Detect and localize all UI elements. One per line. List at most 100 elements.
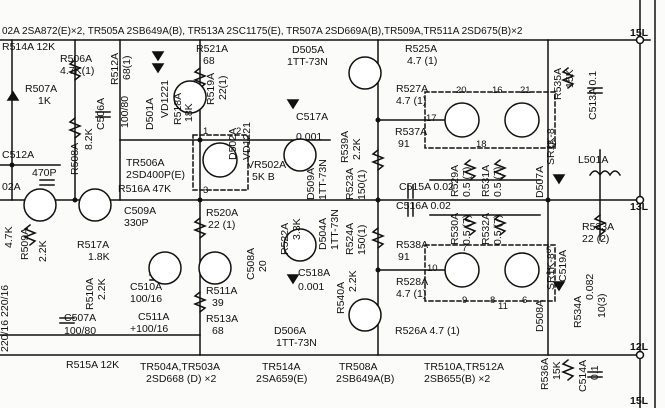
label-r506a: R506A: [60, 53, 93, 65]
label-c516a: C516A 0.02: [396, 200, 451, 212]
label-r518a: R518A: [172, 92, 184, 125]
label-r514a: R514A 12K: [2, 41, 56, 53]
resistor-r529a: [462, 158, 478, 182]
label-r526a: R526A 4.7 (1): [395, 325, 460, 337]
value-2-2k-left: 2.2K: [37, 240, 49, 262]
resistor-r535a: [560, 66, 576, 90]
terminal-label-13l: 13L: [630, 201, 649, 213]
label-vr502a: VR502A: [247, 159, 287, 171]
footer-group-2-part: 2SA659(E): [256, 373, 308, 385]
resistor-r532a: [492, 213, 508, 237]
value-r527a: 4.7 (1): [396, 95, 427, 107]
value-r529a: 0.5 (7): [461, 166, 473, 197]
terminal-label-15l-bottom: 15L: [630, 395, 649, 407]
value-r533a: 22 (2): [582, 233, 610, 245]
value-c517a: 0.001: [296, 131, 323, 143]
value-r509a: 4.7K: [3, 226, 15, 248]
label-d507a: D507A: [534, 165, 546, 198]
output-stage-lower-box: [424, 244, 556, 302]
transistor-tr506a: [202, 142, 238, 178]
label-r515a: R515A 12K: [66, 359, 120, 371]
label-d505a: D505A: [292, 44, 325, 56]
transistor-tr504a: [148, 251, 182, 285]
label-r524a: R524A: [344, 222, 356, 255]
footer-group-2-types: TR514A: [262, 361, 301, 373]
pin-9: 9: [462, 295, 468, 306]
junction-dot: [197, 197, 203, 203]
footer-group-1-part: 2SD668 (D) ×2: [146, 373, 217, 385]
label-c508a: C508A: [245, 247, 257, 280]
transistor-tr512a: [504, 252, 540, 288]
label-l501a: L501A: [578, 154, 609, 166]
value-r537a: 91: [398, 138, 410, 150]
label-vd1221-1: VD1221: [159, 80, 171, 118]
value-r522a: 3.3K: [291, 218, 303, 240]
value-r513a: 68: [212, 325, 224, 337]
label-r535a: R535A: [552, 67, 564, 100]
transistor-tr514a: [283, 228, 317, 262]
value-r517a: 1.8K: [88, 251, 110, 263]
value-c509a: 330P: [124, 217, 149, 229]
value-r521a: 68: [203, 55, 215, 67]
label-c510a: C510A: [130, 281, 163, 293]
footer-group-4-types: TR510A,TR512A: [424, 361, 504, 373]
value-r540a: 2.2K: [347, 270, 359, 292]
zener-diode: [6, 90, 20, 101]
label-c509a: C509A: [124, 205, 157, 217]
pin-1: 1: [203, 126, 209, 137]
label-r525a: R525A: [405, 43, 438, 55]
diode-d505a: [286, 99, 300, 110]
label-r537a: R537A: [395, 126, 428, 138]
pin-19: 19: [546, 139, 557, 150]
value-r519a: 22(1): [217, 75, 229, 100]
value-r539a: 2.2K: [351, 138, 363, 160]
label-c513a: C513A 0.1: [587, 70, 599, 120]
label-r531a: R531A: [480, 164, 492, 197]
diode-d501a-2: [151, 63, 165, 74]
value-r531a: 0.5 (7): [492, 166, 504, 197]
resistor-r508a: [67, 116, 83, 140]
label-vd1221-2: VD1221: [241, 122, 253, 160]
label-r523a: R523A: [344, 167, 356, 200]
label-r509a: R509A: [19, 227, 31, 260]
junction-dot: [545, 197, 551, 203]
value-c508a: 20: [257, 260, 269, 272]
label-r536a: R536A: [539, 357, 551, 390]
pin-10: 10: [427, 263, 438, 274]
bias-transistor-box: [192, 134, 249, 191]
transistor-tr509a: [444, 102, 480, 138]
value-r523a: 150(1): [356, 169, 368, 200]
resistor-r530a: [462, 213, 478, 237]
label-c519a: C519A: [557, 249, 569, 282]
label-r530a: R530A: [449, 212, 461, 245]
resistor-r536a: [560, 358, 576, 382]
value-r535a: 15K: [564, 69, 576, 88]
label-c511a: C511A: [138, 311, 170, 323]
transistor-tr513a: [348, 56, 382, 90]
label-r511a: R511A: [206, 285, 238, 297]
label-c518a: C518A: [298, 267, 331, 279]
label-d509a: D509A: [305, 167, 317, 200]
label-r527a: R527A: [396, 83, 429, 95]
resistor-r523a: [370, 148, 386, 172]
resistor-r511a: [192, 290, 208, 314]
junction-dot: [197, 137, 203, 143]
inductor-l501a: [588, 170, 622, 177]
label-r508a: R508A: [69, 142, 81, 175]
value-r507a: 1K: [38, 95, 51, 107]
value-r520a: 22 (1): [208, 219, 236, 231]
value-r536a: 15K: [551, 361, 563, 380]
terminal-label-12l: 12L: [630, 341, 649, 353]
label-r512a: R512A: [109, 52, 121, 85]
junction-dot: [72, 197, 78, 203]
label-tr506a: TR506A: [126, 157, 165, 169]
label-c507a: C507A: [64, 312, 97, 324]
label-r507a: R507A: [25, 83, 58, 95]
wattage-r534a: 10(3): [596, 293, 608, 318]
junction-dot: [375, 117, 381, 123]
pin-7: 7: [462, 243, 468, 254]
label-c515a: C515A 0.02: [399, 181, 454, 193]
label-r520a: R520A: [206, 207, 239, 219]
